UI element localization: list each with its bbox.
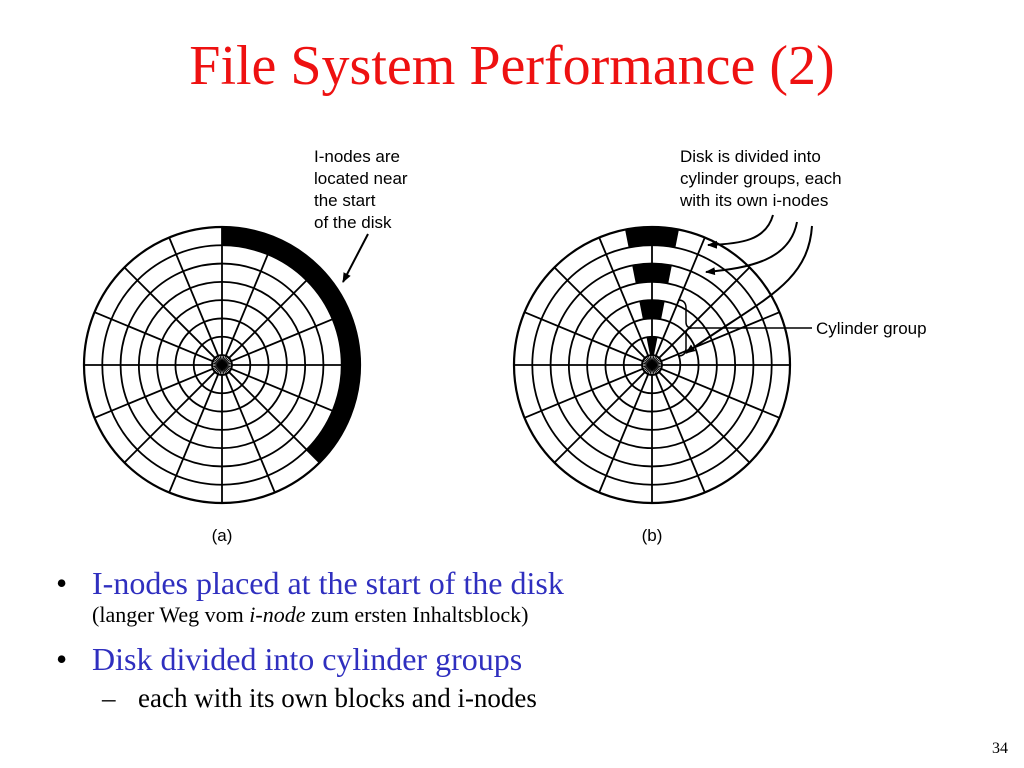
disk-a-sector-line bbox=[230, 311, 350, 363]
disk-a-sector-line bbox=[123, 266, 216, 359]
disk-b-sector-line bbox=[658, 266, 751, 359]
bullet-subtext-1: (langer Weg vom i-node zum ersten Inhalt… bbox=[92, 601, 956, 629]
disk-a-arrow bbox=[342, 233, 369, 283]
disk-a-sector-line bbox=[224, 373, 276, 493]
bullet-item-1: • I-nodes placed at the start of the dis… bbox=[56, 563, 956, 629]
slide-title: File System Performance (2) bbox=[189, 35, 835, 97]
disk-a-sector-line bbox=[230, 367, 350, 419]
disk-a-sector-line bbox=[228, 266, 321, 359]
bullet-dot: • bbox=[56, 641, 68, 677]
disk-b-sector-line bbox=[598, 373, 650, 493]
disk-b-arrow-1 bbox=[707, 214, 774, 249]
disk-a-annotation-line-4: of the disk bbox=[314, 213, 392, 232]
disk-b-sector-line bbox=[660, 367, 780, 419]
bullet-subtext-pre: (langer Weg vom bbox=[92, 602, 250, 627]
sub-bullet-item: – each with its own blocks and i-nodes bbox=[56, 681, 956, 715]
disk-a-annotation: I-nodes are located near the start of th… bbox=[314, 147, 408, 283]
disk-a-inode-block-1 bbox=[222, 227, 361, 463]
bullet-item-2: • Disk divided into cylinder groups bbox=[56, 639, 956, 679]
disk-b-arrow-2 bbox=[705, 221, 798, 276]
disk-a-sector-line bbox=[168, 373, 220, 493]
disk-a-caption: (a) bbox=[212, 526, 233, 545]
disk-b-hub-line bbox=[649, 355, 653, 366]
disk-b-sector-line bbox=[553, 371, 646, 464]
page-number: 34 bbox=[992, 740, 1008, 757]
bullet-subtext-post: zum ersten Inhaltsblock) bbox=[305, 602, 529, 627]
disk-b-sector-line bbox=[660, 311, 780, 363]
disk-b-sector-line bbox=[654, 373, 706, 493]
disk-a-sector-line bbox=[94, 367, 214, 419]
disk-b bbox=[512, 225, 792, 505]
disk-b-annotation-line-1: Disk is divided into bbox=[680, 147, 821, 166]
disk-a-annotation-line-3: the start bbox=[314, 191, 376, 210]
disk-a-sector-line bbox=[168, 237, 220, 357]
disk-b-annotation: Disk is divided into cylinder groups, ea… bbox=[677, 147, 927, 357]
disk-a-sector-line bbox=[123, 371, 216, 464]
cylinder-group-label: Cylinder group bbox=[816, 319, 927, 338]
disk-b-arrow-3 bbox=[685, 225, 813, 354]
bullet-text-2: Disk divided into cylinder groups bbox=[92, 641, 523, 677]
sub-bullet-dash: – bbox=[102, 683, 116, 713]
disk-a-annotation-line-2: located near bbox=[314, 169, 408, 188]
disk-a-sector-line bbox=[228, 371, 321, 464]
disk-b-sector-line bbox=[553, 266, 646, 359]
bullet-subtext-em: i-node bbox=[249, 602, 306, 627]
disk-a-annotation-line-1: I-nodes are bbox=[314, 147, 400, 166]
sub-bullet-text: each with its own blocks and i-nodes bbox=[138, 683, 537, 713]
disk-b-annotation-line-2: cylinder groups, each bbox=[680, 169, 842, 188]
disk-b-caption: (b) bbox=[642, 526, 663, 545]
bullet-text-1: I-nodes placed at the start of the disk bbox=[92, 565, 564, 601]
disk-b-sector-line bbox=[598, 237, 650, 357]
disk-a-hub-line bbox=[219, 355, 223, 366]
disk-b-sector-line bbox=[654, 237, 706, 357]
disk-a-sector-line bbox=[224, 237, 276, 357]
disk-a bbox=[82, 225, 362, 505]
disk-b-sector-line bbox=[524, 311, 644, 363]
disk-b-sector-line bbox=[658, 371, 751, 464]
bullet-list: • I-nodes placed at the start of the dis… bbox=[56, 563, 956, 715]
disk-b-annotation-line-3: with its own i-nodes bbox=[679, 191, 828, 210]
disk-b-sector-line bbox=[524, 367, 644, 419]
disk-a-sector-line bbox=[94, 311, 214, 363]
bullet-dot: • bbox=[56, 565, 68, 601]
